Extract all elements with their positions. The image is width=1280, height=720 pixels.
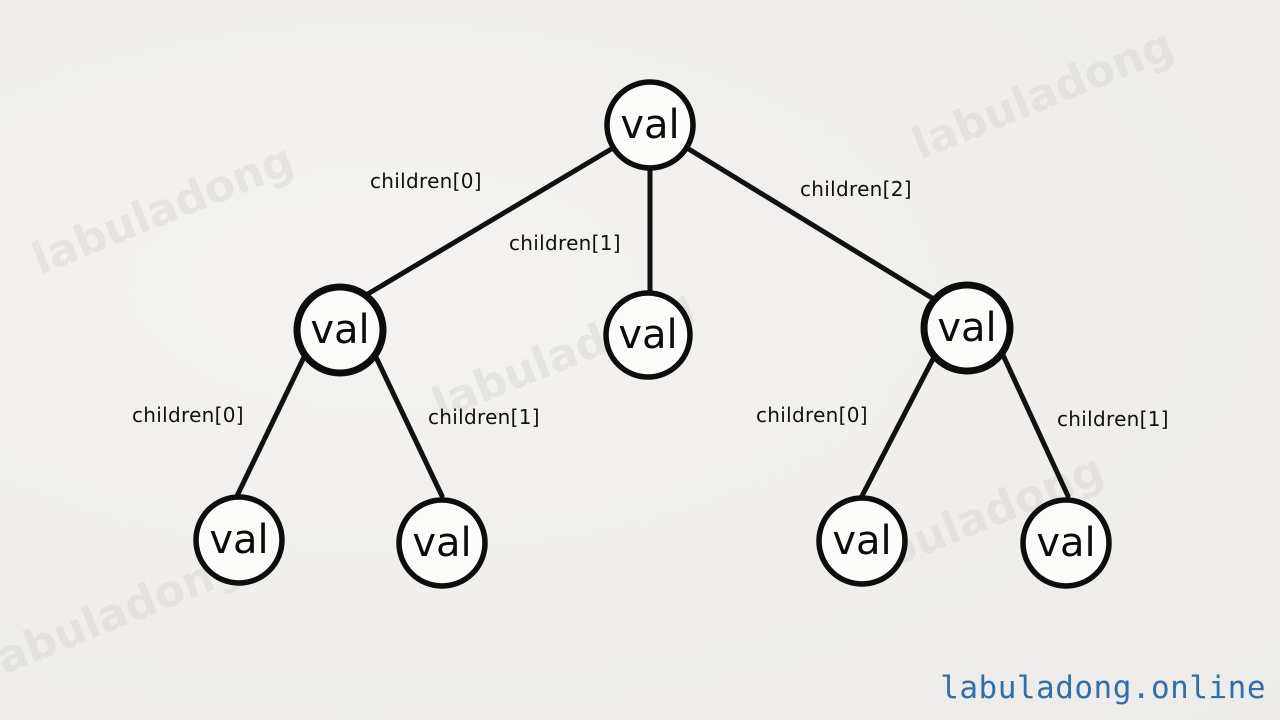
site-link[interactable]: labuladong.online — [940, 670, 1266, 706]
edges — [234, 145, 1071, 499]
edge-root-left — [363, 145, 616, 298]
tree-node-root: val — [604, 79, 696, 171]
node-value: val — [1036, 520, 1095, 566]
edge-right-child0 — [859, 352, 938, 499]
tree-node-left-child1: val — [396, 497, 488, 589]
edge-left-child0 — [234, 352, 308, 499]
tree-node-right: val — [920, 281, 1014, 375]
node-value: val — [937, 305, 996, 351]
edge-label: children[0] — [132, 403, 244, 427]
tree-node-right-child1: val — [1020, 497, 1112, 589]
edge-label: children[0] — [756, 403, 868, 427]
tree-node-left-child0: val — [193, 494, 285, 586]
edge-right-child1 — [1000, 352, 1071, 499]
edge-left-child1 — [372, 352, 445, 499]
node-value: val — [209, 517, 268, 563]
edge-label: children[0] — [370, 169, 482, 193]
edge-label: children[1] — [1057, 407, 1169, 431]
node-value: val — [310, 307, 369, 353]
edge-label: children[1] — [428, 405, 540, 429]
watermark: labuladong — [25, 134, 301, 285]
edge-label: children[2] — [800, 177, 912, 201]
tree-node-left: val — [293, 283, 387, 377]
edge-labels: children[0] children[1] children[2] chil… — [132, 169, 1169, 431]
edge-root-right — [684, 145, 935, 301]
watermark: labuladong — [905, 19, 1181, 170]
edge-label: children[1] — [509, 231, 621, 255]
node-value: val — [832, 518, 891, 564]
tree-node-middle: val — [603, 290, 693, 380]
node-value: val — [412, 520, 471, 566]
node-value: val — [618, 312, 677, 358]
tree-node-right-child0: val — [816, 495, 908, 587]
node-value: val — [620, 102, 679, 148]
